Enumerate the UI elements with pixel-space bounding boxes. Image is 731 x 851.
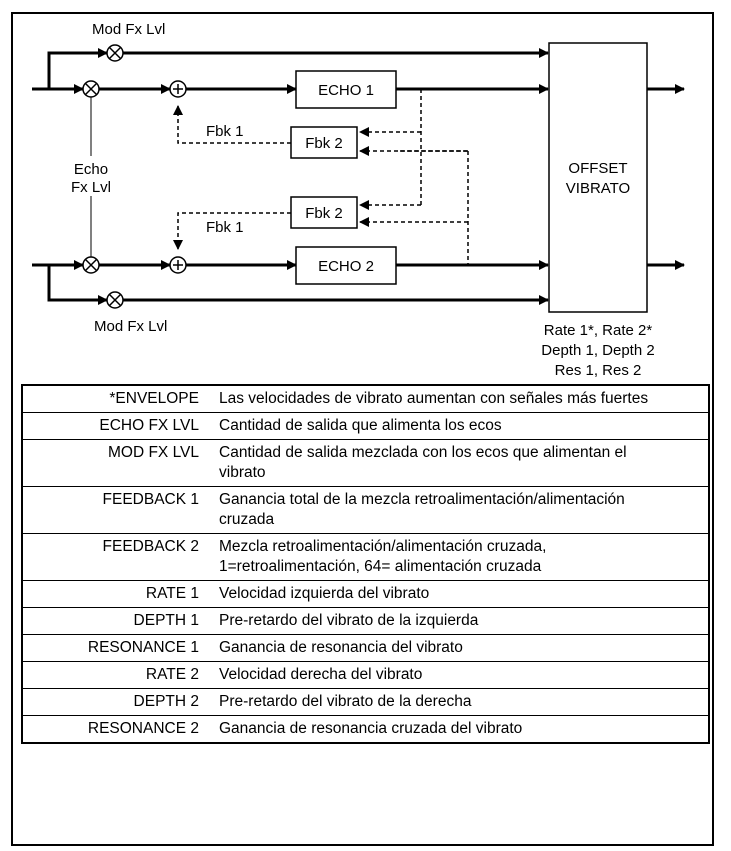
vibrato-params-res: Res 1, Res 2	[555, 362, 642, 379]
parameter-name: RESONANCE 1	[22, 634, 211, 662]
parameter-name: FEEDBACK 1	[22, 486, 211, 534]
feedback-network	[359, 89, 469, 265]
parameter-name: MOD FX LVL	[22, 439, 211, 487]
parameter-description: Cantidad de salida que alimenta los ecos	[211, 412, 709, 440]
parameter-description: Las velocidades de vibrato aumentan con …	[219, 390, 649, 407]
bottom-adder-plus	[173, 260, 183, 270]
signal-flow-diagram: Mod Fx Lvl ECHO 1 Fbk 2 Fbk 1 Echo Fx Lv…	[32, 21, 685, 379]
parameter-description: Ganancia de resonancia cruzada del vibra…	[211, 715, 709, 743]
echo1-label: ECHO 1	[318, 82, 374, 99]
parameter-description: Velocidad izquierda del vibrato	[211, 580, 709, 608]
parameter-name: RATE 2	[22, 661, 211, 689]
top-mod-multiplier-x	[108, 46, 122, 60]
parameter-name: FEEDBACK 2	[22, 533, 211, 581]
label-mod-fx-bottom: Mod Fx Lvl	[94, 318, 167, 335]
parameter-name: DEPTH 1	[22, 607, 211, 635]
fbk2-top-block	[290, 126, 358, 159]
top-mod-branch	[47, 48, 108, 89]
echo1-block	[295, 70, 397, 109]
top-channel: Mod Fx Lvl ECHO 1 Fbk 2 Fbk 1	[32, 21, 549, 159]
bottom-channel: Fbk 2 Fbk 1 ECHO 2 Mod Fx Lvl	[32, 196, 549, 335]
echo2-block	[295, 246, 397, 285]
fbk2-bottom-label: Fbk 2	[305, 205, 343, 222]
top-echo-multiplier-x	[84, 82, 98, 96]
vibrato-params-depth: Depth 1, Depth 2	[541, 342, 654, 359]
label-echo-fx-1: Echo	[74, 161, 108, 178]
offset-vibrato: OFFSET VIBRATO Rate 1*, Rate 2* Depth 1,…	[541, 42, 685, 379]
parameter-description: Cantidad de salida mezclada con los ecos…	[211, 439, 709, 487]
fbk2-top-label: Fbk 2	[305, 135, 343, 152]
vibrato-params-rate: Rate 1*, Rate 2*	[544, 322, 653, 339]
parameter-description: Pre-retardo del vibrato de la derecha	[211, 688, 709, 716]
top-adder-plus	[173, 84, 183, 94]
parameter-description: Velocidad derecha del vibrato	[211, 661, 709, 689]
fbk2-bottom-block	[290, 196, 358, 229]
label-fbk1-top: Fbk 1	[206, 123, 244, 140]
echo2-label: ECHO 2	[318, 258, 374, 275]
parameter-name: DEPTH 2	[22, 688, 211, 716]
label-mod-fx-top: Mod Fx Lvl	[92, 21, 165, 38]
bottom-mod-multiplier-x	[108, 293, 122, 307]
label-fbk1-bottom: Fbk 1	[206, 219, 244, 236]
bottom-echo-multiplier-x	[84, 258, 98, 272]
parameter-description: Pre-retardo del vibrato de la izquierda	[211, 607, 709, 635]
fbk1-bottom-path	[173, 212, 291, 250]
parameter-description: Mezcla retroalimentación/alimentación cr…	[211, 533, 709, 581]
table-row: *ENVELOPE Las velocidades de vibrato aume…	[22, 385, 709, 413]
vibrato-block	[548, 42, 648, 313]
vibrato-label-1: OFFSET	[568, 160, 627, 177]
parameter-description: Ganancia de resonancia del vibrato	[211, 634, 709, 662]
parameter-name: ECHO FX LVL	[22, 412, 211, 440]
bottom-mod-branch	[47, 265, 108, 305]
vibrato-label-2: VIBRATO	[566, 180, 630, 197]
parameter-name: RESONANCE 2	[22, 715, 211, 743]
parameter-description: Ganancia total de la mezcla retroaliment…	[211, 486, 709, 534]
parameter-name: *ENVELOPE	[109, 390, 199, 407]
fbk1-top-path	[173, 105, 291, 144]
label-echo-fx-2: Fx Lvl	[71, 179, 111, 196]
parameters-table: *ENVELOPE Las velocidades de vibrato aume…	[21, 384, 710, 744]
parameter-name: RATE 1	[22, 580, 211, 608]
